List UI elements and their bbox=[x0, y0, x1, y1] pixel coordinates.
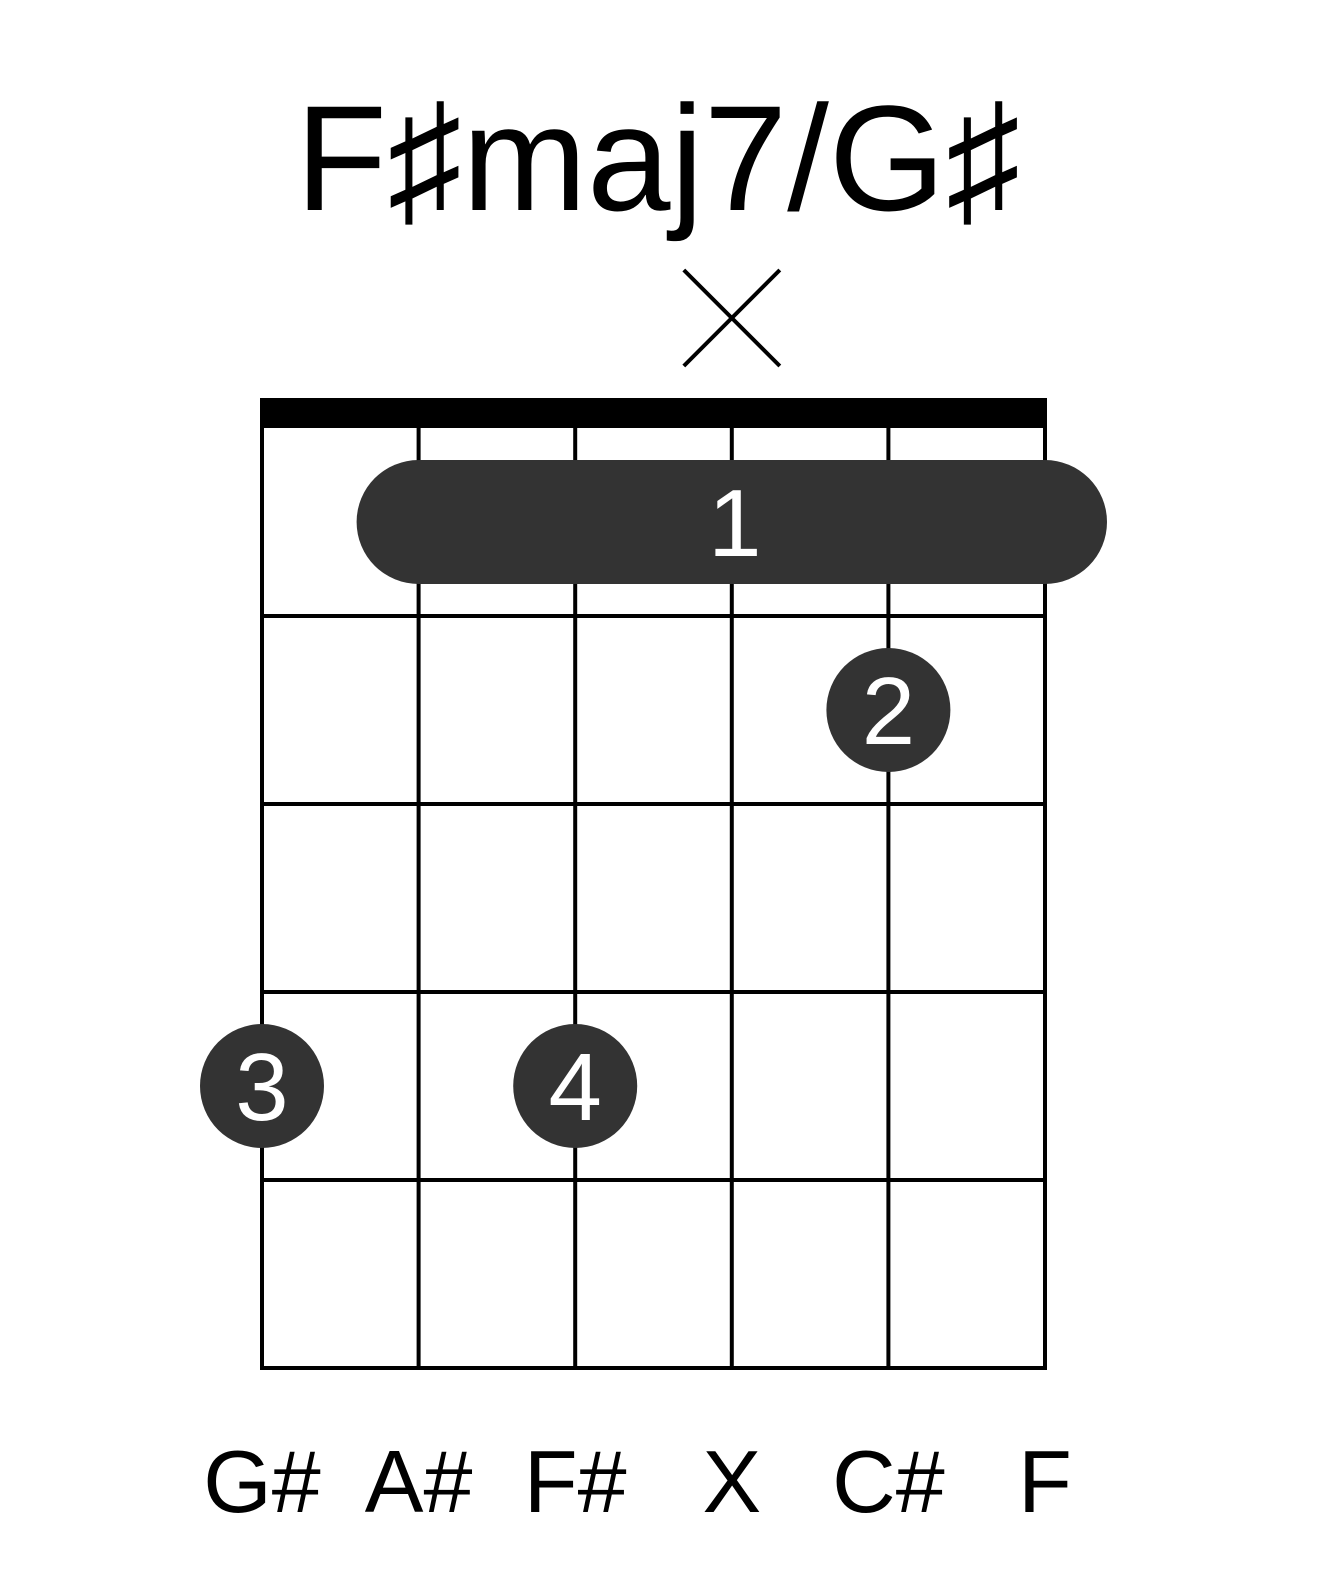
finger-number-label: 2 bbox=[862, 658, 915, 765]
string-note-label: A# bbox=[365, 1432, 473, 1531]
muted-string-icon bbox=[682, 268, 782, 368]
nut bbox=[260, 398, 1047, 428]
string-note-labels: G# A# F# X C# F bbox=[203, 1432, 1072, 1531]
finger-markers: 12 3 4 bbox=[200, 460, 1108, 1148]
finger-number-label: 4 bbox=[549, 1034, 602, 1141]
finger-dot bbox=[826, 648, 951, 772]
barre-finger-label: 1 bbox=[708, 470, 761, 577]
chord-title: F♯maj7/G♯ bbox=[295, 74, 1020, 242]
finger-dot bbox=[200, 1024, 324, 1148]
finger-dot bbox=[513, 1024, 638, 1148]
string-note-label: F bbox=[1018, 1432, 1072, 1531]
string-note-label: C# bbox=[832, 1432, 945, 1531]
barre-marker bbox=[356, 460, 1108, 584]
string-note-label: F# bbox=[524, 1432, 627, 1531]
string-note-label: G# bbox=[203, 1432, 320, 1531]
string-note-label: X bbox=[702, 1432, 761, 1531]
muted-markers bbox=[682, 268, 782, 368]
finger-number-label: 3 bbox=[235, 1034, 288, 1141]
